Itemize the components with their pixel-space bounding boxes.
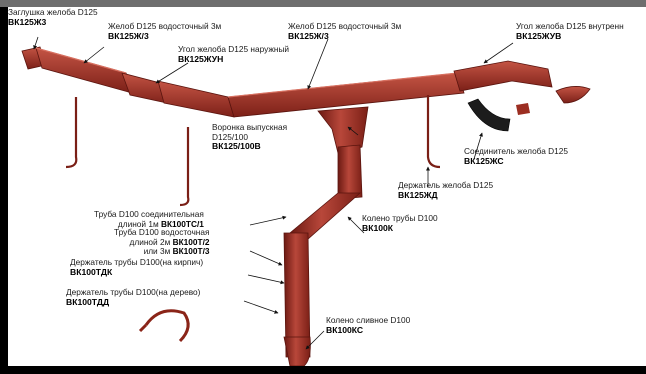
label-pipe-holder-wood: Держатель трубы D100(на дерево) ВК100ТДД: [66, 288, 200, 307]
label-funnel: Воронка выпускная D125/100 ВК125/100В: [212, 123, 287, 152]
label-pipe-2m3m-code-2: ВК100Т/3: [173, 246, 210, 256]
diagram-panel: Заглушка желоба D125 ВК125Ж3 Желоб D125 …: [8, 7, 646, 366]
drainage-system-illustration: [8, 7, 646, 366]
label-funnel-code: ВК125/100В: [212, 142, 287, 152]
label-pipe-2m3m-code-1: ВК100Т/2: [173, 237, 210, 247]
label-gutter-left-name: Желоб D125 водосточный 3м: [108, 21, 221, 31]
label-pipe-elbow-name: Колено трубы D100: [362, 213, 438, 223]
label-gutter-connector-name: Соединитель желоба D125: [464, 146, 568, 156]
label-gutter-outer-corner-name: Угол желоба D125 наружный: [178, 44, 289, 54]
label-gutter-inner-corner: Угол желоба D125 внутренн ВК125ЖУВ: [516, 22, 624, 41]
top-bar: [0, 0, 646, 7]
label-gutter-end-cap-code: ВК125Ж3: [8, 18, 98, 28]
label-pipe-2m3m-name-2: длиной 2м: [130, 237, 171, 247]
label-pipe-holder-brick-code: ВК100ТДК: [70, 268, 203, 278]
label-gutter-left-code: ВК125Ж/3: [108, 32, 221, 42]
label-gutter-connector-code: ВК125ЖС: [464, 157, 568, 167]
label-gutter-inner-corner-name: Угол желоба D125 внутренн: [516, 21, 624, 31]
gutter-assembly: [22, 47, 590, 117]
label-pipe-holder-wood-name: Держатель трубы D100(на дерево): [66, 287, 200, 297]
label-pipe-2m3m-name-3: или 3м: [144, 246, 171, 256]
gutter-inner-corner: [454, 61, 552, 91]
gutter-connector-clip: [516, 103, 530, 115]
label-pipe-holder-brick-name: Держатель трубы D100(на кирпич): [70, 257, 203, 267]
label-pipe-holder-brick: Держатель трубы D100(на кирпич) ВК100ТДК: [70, 258, 203, 277]
label-gutter-main-code: ВК125Ж/3: [288, 32, 401, 42]
label-gutter-connector: Соединитель желоба D125 ВК125ЖС: [464, 147, 568, 166]
label-gutter-end-cap: Заглушка желоба D125 ВК125Ж3: [8, 8, 98, 27]
label-gutter-main-name: Желоб D125 водосточный 3м: [288, 21, 401, 31]
label-pipe-holder-wood-code: ВК100ТДД: [66, 298, 200, 308]
downpipe-funnel: [318, 107, 368, 153]
label-gutter-hanger-code: ВК125ЖД: [398, 191, 493, 201]
label-pipe-elbow-code: ВК100К: [362, 224, 438, 234]
label-gutter-hanger: Держатель желоба D125 ВК125ЖД: [398, 181, 493, 200]
label-gutter-inner-corner-code: ВК125ЖУВ: [516, 32, 624, 42]
label-gutter-left: Желоб D125 водосточный 3м ВК125Ж/3: [108, 22, 221, 41]
label-gutter-end-cap-name: Заглушка желоба D125: [8, 7, 98, 17]
label-pipe-2m3m: Труба D100 водосточная длиной 2м ВК100Т/…: [114, 228, 210, 257]
label-drain-elbow-name: Колено сливное D100: [326, 315, 410, 325]
pipe-holder-wood-illustration: [140, 311, 188, 341]
label-gutter-outer-corner: Угол желоба D125 наружный ВК125ЖУН: [178, 45, 289, 64]
label-pipe-elbow: Колено трубы D100 ВК100К: [362, 214, 438, 233]
label-gutter-hanger-name: Держатель желоба D125: [398, 180, 493, 190]
label-drain-elbow: Колено сливное D100 ВК100КС: [326, 316, 410, 335]
gutter-connector: [468, 99, 510, 131]
gutter-end-cap-right: [556, 86, 590, 103]
label-drain-elbow-code: ВК100КС: [326, 326, 410, 336]
label-gutter-main: Желоб D125 водосточный 3м ВК125Ж/3: [288, 22, 401, 41]
label-gutter-outer-corner-code: ВК125ЖУН: [178, 55, 289, 65]
